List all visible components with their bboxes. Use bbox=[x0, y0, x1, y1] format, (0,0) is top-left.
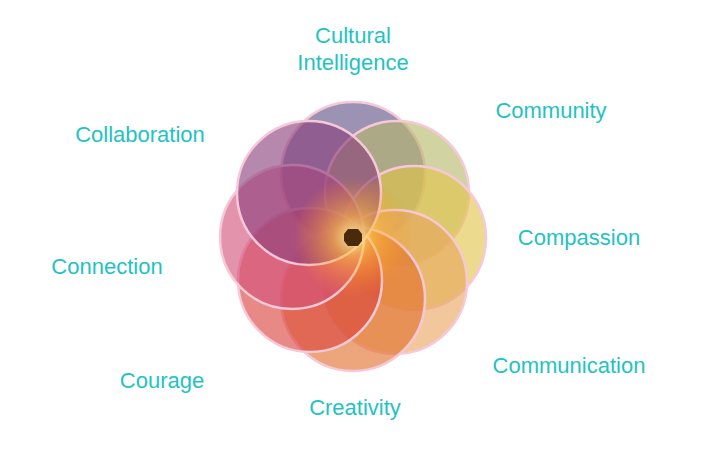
petal-label: Communication bbox=[493, 352, 646, 379]
petal-label: Courage bbox=[120, 367, 204, 394]
petal-label: Collaboration bbox=[75, 121, 205, 148]
petal-label: Compassion bbox=[518, 224, 640, 251]
petal-label: Creativity bbox=[309, 394, 401, 421]
petal-label: Cultural Intelligence bbox=[273, 22, 433, 76]
petal-label: Community bbox=[495, 97, 606, 124]
petal-label: Connection bbox=[51, 253, 162, 280]
